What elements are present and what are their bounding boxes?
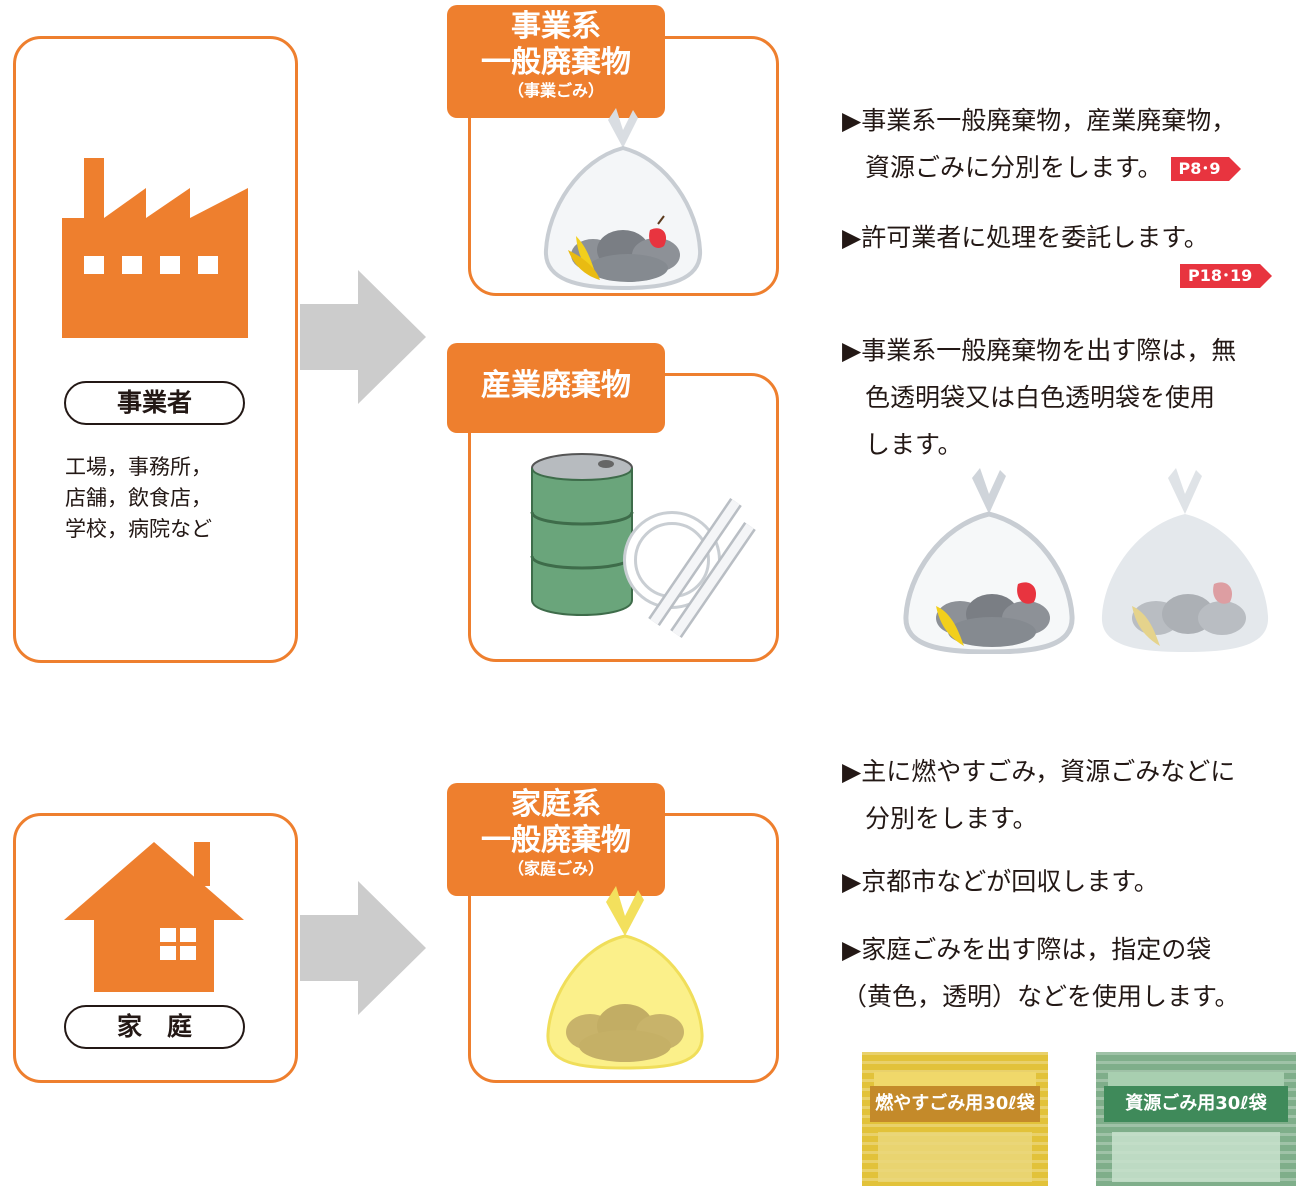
business-note-1-line2: 資源ごみに分別をします。 P8･9: [865, 148, 1241, 188]
household-general-waste-tab: 家庭系 一般廃棄物 （家庭ごみ）: [447, 783, 665, 896]
flow-arrow-business: [300, 270, 426, 404]
page-ref-text: P8･9: [1178, 159, 1221, 178]
household-note-3-line1: ▶家庭ごみを出す際は，指定の袋: [842, 935, 1212, 964]
clear-garbage-bag-icon: [543, 108, 703, 290]
business-general-waste-tab: 事業系 一般廃棄物 （事業ごみ）: [447, 5, 665, 118]
household-general-sub: （家庭ごみ）: [507, 859, 604, 878]
burnable-bag-title: 燃やすごみ用30ℓ袋: [870, 1086, 1040, 1122]
page-ref-text-2: P18･19: [1188, 266, 1253, 285]
household-general-line2: 一般廃棄物: [481, 823, 631, 858]
household-note-1-line2: 分別をします。: [865, 804, 1038, 833]
business-example-2: 店舗，飲食店，: [65, 486, 212, 510]
household-note-3-line2: （黄色，透明）などを使用します。: [842, 982, 1240, 1011]
factory-icon: [62, 158, 248, 338]
resource-bag-title: 資源ごみ用30ℓ袋: [1104, 1086, 1288, 1122]
industrial-waste-tab: 産業廃棄物: [447, 343, 665, 433]
business-general-sub: （事業ごみ）: [507, 81, 604, 100]
drum-and-fluorescent-tube-icon: [530, 453, 756, 638]
house-icon: [64, 842, 244, 992]
colorless-transparent-bag-icon: [903, 468, 1075, 654]
business-example-1: 工場，事務所，: [65, 455, 212, 479]
burnable-bag-photo: 燃やすごみ用30ℓ袋: [862, 1052, 1048, 1186]
page-ref-tag-2[interactable]: P18･19: [1180, 264, 1273, 288]
business-general-line1: 事業系: [511, 9, 601, 44]
business-example-3: 学校，病院など: [65, 517, 212, 541]
household-note-1-line1: ▶主に燃やすごみ，資源ごみなどに: [842, 757, 1236, 786]
flow-arrow-household: [300, 881, 426, 1015]
industrial-waste-label: 産業廃棄物: [481, 368, 631, 403]
business-label: 事業者: [64, 381, 245, 425]
business-source-box: [13, 36, 298, 663]
business-note-1-line2-text: 資源ごみに分別をします。: [865, 153, 1163, 182]
resource-bag-photo: 資源ごみ用30ℓ袋: [1096, 1052, 1296, 1186]
page-ref-tag[interactable]: P8･9: [1170, 157, 1241, 181]
business-note-2-line1: ▶許可業者に処理を委託します。: [842, 223, 1209, 252]
household-label: 家 庭: [64, 1005, 245, 1049]
page-ref-tag-2-body: P18･19: [1180, 264, 1273, 288]
household-note-2-line1: ▶京都市などが回収します。: [842, 867, 1159, 896]
business-note-3-line1: ▶事業系一般廃棄物を出す際は，無: [842, 336, 1237, 365]
business-note-3-line2: 色透明袋又は白色透明袋を使用: [865, 383, 1216, 412]
business-note-1-line1: ▶事業系一般廃棄物，産業廃棄物，: [842, 106, 1237, 135]
yellow-garbage-bag-icon: [546, 886, 704, 1070]
business-general-line2: 一般廃棄物: [481, 45, 631, 80]
business-note-3-line3: します。: [865, 430, 963, 459]
household-general-line1: 家庭系: [511, 787, 601, 822]
white-transparent-bag-icon: [1101, 468, 1269, 652]
